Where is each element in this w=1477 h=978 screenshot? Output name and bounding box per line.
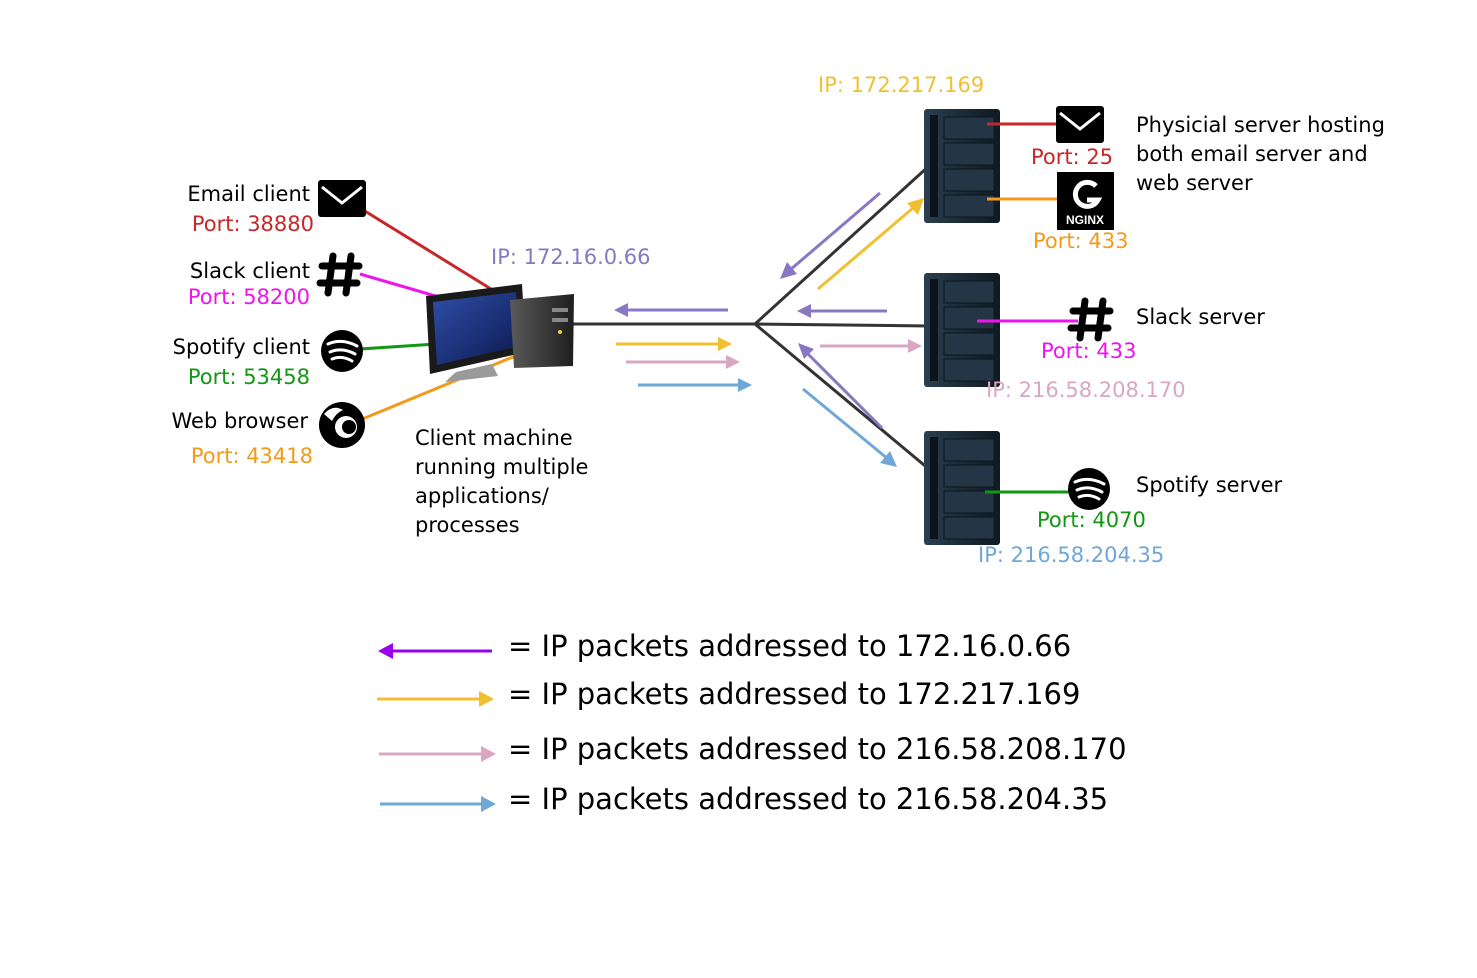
hash-icon <box>1067 297 1114 342</box>
server-side-arrows <box>780 191 924 467</box>
legend-arrow-right <box>479 691 494 707</box>
computer-tower <box>510 294 574 368</box>
client-description-line: running multiple <box>415 455 588 479</box>
link-to-spotify <box>754 322 931 472</box>
client-description: Client machine running multiple applicat… <box>415 426 588 537</box>
tower-power-light <box>558 330 562 334</box>
to-client-arrow <box>798 343 814 359</box>
legend-arrow-right <box>481 796 496 812</box>
spotify-server-rack <box>924 430 1000 546</box>
email-server-port: Port: 25 <box>1031 145 1113 169</box>
mailweb-server-rack <box>924 108 1000 224</box>
monitor-stand <box>445 364 498 382</box>
to-mailweb-arrow <box>907 198 924 215</box>
to-client-arrow <box>797 304 811 318</box>
spotify-icon <box>321 330 363 372</box>
mailweb-description-line: Physicial server hosting <box>1136 113 1385 137</box>
legend: = IP packets addressed to 172.16.0.66 = … <box>377 629 1127 816</box>
spotify-server-label: Spotify server <box>1136 473 1283 497</box>
mailweb-description-line: both email server and <box>1136 142 1368 166</box>
legend-item: = IP packets addressed to 216.58.208.170 <box>379 732 1127 766</box>
to-spotify-arrow <box>738 378 752 392</box>
legend-arrow-right <box>481 746 496 762</box>
legend-item: = IP packets addressed to 216.58.204.35 <box>380 782 1108 816</box>
email-client-label: Email client <box>187 182 310 206</box>
nginx-label: NGINX <box>1066 213 1104 227</box>
client-side-arrows <box>614 303 752 392</box>
slack-client-label: Slack client <box>190 259 310 283</box>
web-browser-label: Web browser <box>172 409 309 433</box>
monitor-screen <box>433 292 519 365</box>
envelope-icon <box>318 180 366 217</box>
to-slack-arrow <box>908 339 922 353</box>
slack-server-port: Port: 433 <box>1041 339 1136 363</box>
legend-text: = IP packets addressed to 172.217.169 <box>508 677 1080 711</box>
client-description-line: processes <box>415 513 520 537</box>
to-client-arrow <box>780 262 797 279</box>
tower-drive <box>552 308 568 312</box>
hash-icon <box>316 252 363 297</box>
legend-item: = IP packets addressed to 172.217.169 <box>377 677 1080 711</box>
slack-server-ip: IP: 216.58.208.170 <box>986 378 1186 402</box>
client-app-labels: Email client Port: 38880 Slack client Po… <box>172 182 314 468</box>
firefox-icon <box>319 402 365 448</box>
link-to-slack <box>754 322 931 328</box>
slack-server-rack <box>924 272 1000 388</box>
to-slack-arrow <box>726 355 740 369</box>
web-link <box>359 345 538 422</box>
slack-client-port: Port: 58200 <box>188 285 310 309</box>
nginx-icon: NGINX <box>1057 172 1114 230</box>
to-client-arrow <box>614 303 628 317</box>
spotify-server-port: Port: 4070 <box>1037 508 1146 532</box>
server-port-links <box>977 122 1078 494</box>
client-computer <box>426 284 574 382</box>
client-description-line: applications/ <box>415 484 550 508</box>
legend-arrow-left <box>378 643 393 659</box>
spotify-client-label: Spotify client <box>173 335 310 359</box>
mailweb-ip-label: IP: 172.217.169 <box>818 73 984 97</box>
legend-item: = IP packets addressed to 172.16.0.66 <box>378 629 1071 663</box>
spotify-client-port: Port: 53458 <box>188 365 310 389</box>
spotify-icon <box>1068 468 1110 510</box>
tower-drive <box>552 318 568 322</box>
client-ip-label: IP: 172.16.0.66 <box>491 245 651 269</box>
web-server-port: Port: 433 <box>1033 229 1128 253</box>
spotify-server-ip: IP: 216.58.204.35 <box>978 543 1164 567</box>
legend-text: = IP packets addressed to 216.58.204.35 <box>508 782 1108 816</box>
web-browser-port: Port: 43418 <box>191 444 313 468</box>
client-description-line: Client machine <box>415 426 573 450</box>
network-links <box>573 163 932 472</box>
mailweb-description-line: web server <box>1136 171 1253 195</box>
to-mailweb-arrow <box>718 337 732 351</box>
email-client-port: Port: 38880 <box>192 212 314 236</box>
envelope-icon <box>1056 106 1104 143</box>
slack-server-label: Slack server <box>1136 305 1265 329</box>
to-spotify-arrow <box>880 451 897 467</box>
legend-text: = IP packets addressed to 216.58.208.170 <box>508 732 1127 766</box>
mailweb-description: Physicial server hosting both email serv… <box>1136 113 1385 195</box>
legend-text: = IP packets addressed to 172.16.0.66 <box>508 629 1071 663</box>
link-to-mailweb <box>753 163 932 326</box>
